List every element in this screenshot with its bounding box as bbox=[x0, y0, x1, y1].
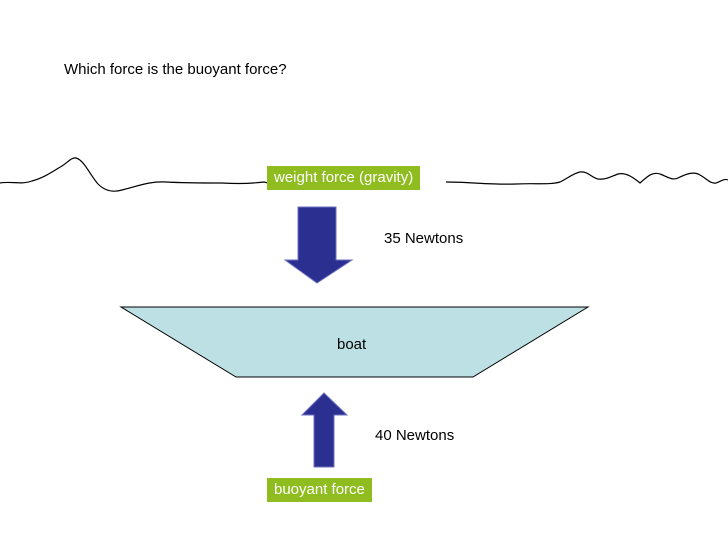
water-surface-line bbox=[0, 157, 728, 192]
weight-arrow-icon bbox=[283, 206, 354, 284]
question-text: Which force is the buoyant force? bbox=[64, 61, 287, 78]
boat-label: boat bbox=[337, 336, 367, 353]
buoyant-force-value: 40 Newtons bbox=[375, 427, 455, 444]
boat-hull bbox=[119, 306, 590, 378]
buoyant-arrow-icon bbox=[300, 392, 349, 468]
weight-force-label: weight force (gravity) bbox=[267, 166, 421, 190]
weight-force-value: 35 Newtons bbox=[384, 230, 464, 247]
buoyant-force-label: buoyant force bbox=[267, 478, 372, 502]
